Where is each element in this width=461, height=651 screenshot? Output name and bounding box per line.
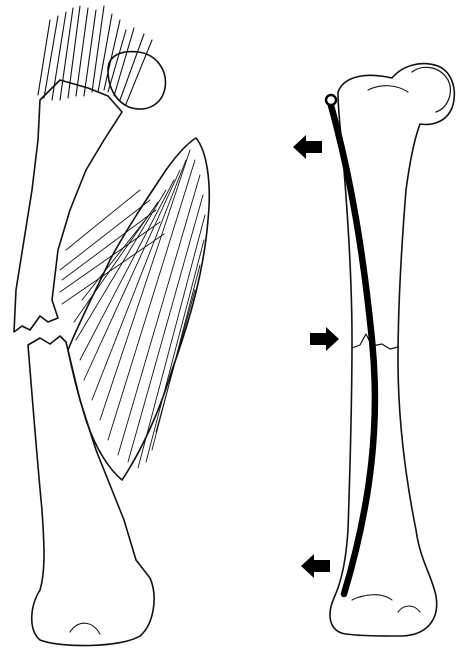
condyle-notch xyxy=(70,623,100,634)
femoral-head-right xyxy=(412,67,450,112)
arrow-left-icon xyxy=(301,554,330,578)
femoral-head xyxy=(108,52,165,109)
adductor-fibers xyxy=(60,190,164,304)
torn-muscle-top xyxy=(38,6,152,104)
condyle-line-2 xyxy=(398,606,420,612)
arrow-right-icon xyxy=(310,327,339,351)
nail-entry-point xyxy=(326,95,336,105)
distal-fragment xyxy=(28,336,154,646)
fractured-femur-panel xyxy=(14,6,209,646)
condyle-line xyxy=(352,595,392,600)
arrow-left-icon xyxy=(293,135,322,159)
nailed-femur-panel xyxy=(326,64,454,636)
trochanter-line xyxy=(368,86,408,92)
muscle-fibers xyxy=(74,150,205,468)
proximal-fragment xyxy=(14,80,122,332)
femur-outline xyxy=(330,64,454,636)
